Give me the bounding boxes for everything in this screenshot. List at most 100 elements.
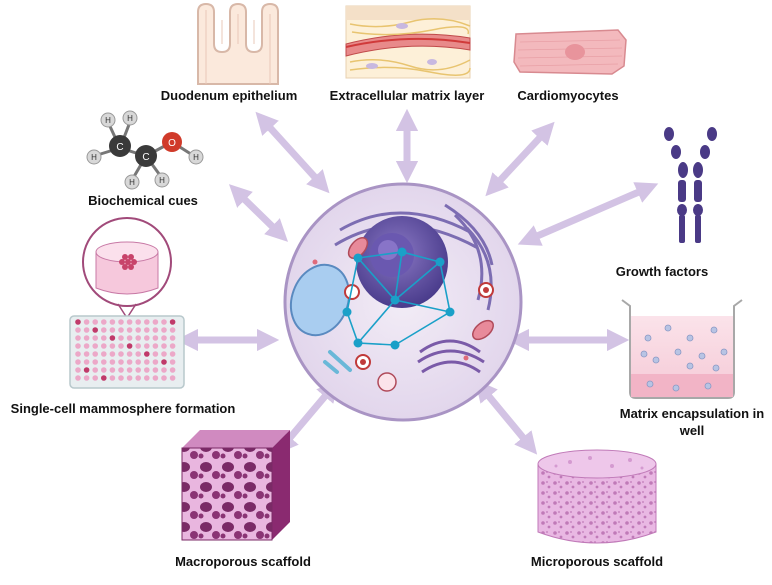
well bbox=[83, 327, 90, 333]
label-biochem: Biochemical cues bbox=[88, 193, 198, 208]
well bbox=[169, 367, 176, 373]
label-ecm: Extracellular matrix layer bbox=[330, 88, 485, 103]
well bbox=[126, 351, 133, 357]
arrow-growth bbox=[517, 182, 659, 246]
well bbox=[101, 343, 107, 349]
well bbox=[144, 375, 150, 381]
well bbox=[169, 375, 176, 381]
well bbox=[83, 367, 90, 373]
well bbox=[92, 359, 98, 365]
well bbox=[135, 335, 141, 341]
well bbox=[92, 375, 98, 381]
well bbox=[169, 343, 176, 349]
well bbox=[126, 343, 133, 349]
well bbox=[92, 367, 98, 373]
well bbox=[161, 327, 167, 333]
well bbox=[135, 375, 141, 381]
well bbox=[118, 327, 124, 333]
well bbox=[135, 367, 141, 373]
well bbox=[118, 335, 124, 341]
well bbox=[144, 319, 150, 325]
well bbox=[126, 367, 133, 373]
well bbox=[101, 327, 107, 333]
atom-c2: C bbox=[142, 152, 149, 163]
well bbox=[161, 351, 167, 357]
well bbox=[83, 319, 90, 325]
well bbox=[101, 351, 107, 357]
atom-h1: H bbox=[105, 116, 111, 125]
mammosphere-icon bbox=[69, 217, 185, 389]
atom-h2: H bbox=[127, 114, 133, 123]
well bbox=[118, 375, 124, 381]
well bbox=[161, 359, 167, 365]
well bbox=[92, 319, 98, 325]
atom-h4: H bbox=[129, 178, 135, 187]
well bbox=[92, 335, 98, 341]
atom-c1: C bbox=[116, 142, 123, 153]
arrow-cardio bbox=[485, 121, 555, 197]
well bbox=[75, 375, 81, 381]
well-beaker-icon bbox=[621, 299, 743, 399]
well bbox=[109, 327, 116, 333]
central-cell-icon bbox=[283, 182, 523, 422]
well bbox=[135, 327, 141, 333]
well bbox=[92, 327, 98, 333]
label-matrix-line1: Matrix encapsulation in bbox=[620, 406, 765, 421]
well bbox=[152, 359, 159, 365]
well bbox=[135, 351, 141, 357]
label-duodenum: Duodenum epithelium bbox=[161, 88, 298, 103]
well bbox=[169, 359, 176, 365]
well bbox=[144, 367, 150, 373]
well bbox=[118, 351, 124, 357]
well bbox=[144, 343, 150, 349]
microporous-scaffold-icon bbox=[537, 449, 657, 544]
well bbox=[92, 343, 98, 349]
label-mammosphere: Single-cell mammosphere formation bbox=[11, 401, 236, 416]
well bbox=[144, 351, 150, 357]
well bbox=[83, 335, 90, 341]
well bbox=[101, 335, 107, 341]
well bbox=[144, 359, 150, 365]
well bbox=[169, 335, 176, 341]
well bbox=[144, 335, 150, 341]
well bbox=[75, 367, 81, 373]
well bbox=[126, 327, 133, 333]
well bbox=[126, 335, 133, 341]
well bbox=[126, 319, 133, 325]
well bbox=[152, 343, 159, 349]
well bbox=[101, 375, 107, 381]
antibody-icon bbox=[664, 127, 717, 243]
atom-o: O bbox=[168, 138, 176, 149]
label-cardio: Cardiomyocytes bbox=[517, 88, 618, 103]
well bbox=[118, 359, 124, 365]
atom-h3: H bbox=[91, 153, 97, 162]
well bbox=[161, 375, 167, 381]
label-matrix-line2: well bbox=[679, 423, 705, 438]
well bbox=[109, 319, 116, 325]
duodenum-icon bbox=[197, 2, 279, 85]
molecule-icon: H H H H H H C C O bbox=[86, 110, 204, 190]
well bbox=[144, 327, 150, 333]
well bbox=[118, 343, 124, 349]
well bbox=[118, 367, 124, 373]
well bbox=[83, 359, 90, 365]
well bbox=[109, 351, 116, 357]
well bbox=[161, 367, 167, 373]
arrow-duodenum bbox=[255, 111, 330, 194]
well bbox=[135, 319, 141, 325]
well bbox=[152, 351, 159, 357]
arrow-macro bbox=[275, 379, 340, 455]
well bbox=[75, 327, 81, 333]
well bbox=[152, 319, 159, 325]
well bbox=[109, 375, 116, 381]
label-growth: Growth factors bbox=[616, 264, 708, 279]
well bbox=[109, 335, 116, 341]
well bbox=[101, 367, 107, 373]
well bbox=[83, 351, 90, 357]
label-macro: Macroporous scaffold bbox=[175, 554, 311, 569]
cardiomyocyte-icon bbox=[513, 29, 627, 75]
well bbox=[75, 351, 81, 357]
well bbox=[118, 319, 124, 325]
